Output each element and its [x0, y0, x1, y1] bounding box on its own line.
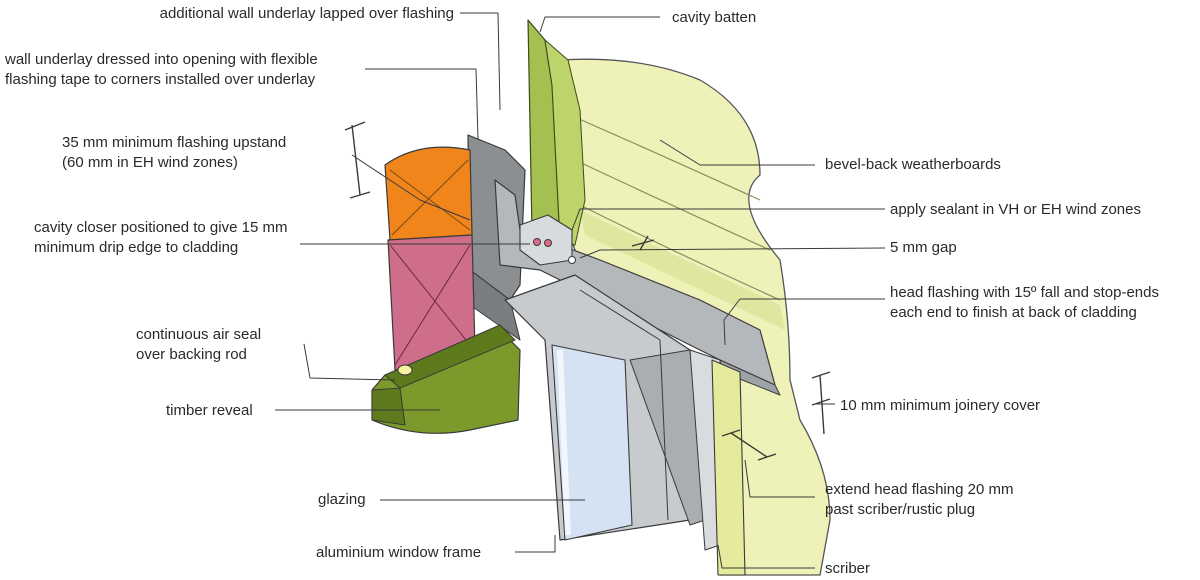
- label-window-frame: aluminium window frame: [316, 544, 482, 561]
- label-glazing: glazing: [318, 491, 366, 508]
- weatherboard-edge-1: [569, 114, 761, 201]
- cavity-closer-hole-2: [544, 239, 552, 247]
- weatherboard-shade-band: [580, 210, 785, 330]
- cavity-closer-hole-1: [533, 238, 541, 246]
- label-cavity-batten: cavity batten: [672, 9, 757, 26]
- framing-cross-2: [394, 244, 471, 366]
- window-frame-inner-line: [579, 289, 669, 521]
- dimension-upstand: [344, 121, 371, 199]
- label-cavity-closer: cavity closer positioned to give 15 mm m…: [34, 219, 288, 256]
- framing-cross-4: [391, 159, 469, 236]
- dimension-extend-flashing: [721, 429, 777, 461]
- weatherboard-edge-2: [574, 159, 771, 251]
- timber-reveal-top: [384, 324, 516, 389]
- label-air-seal: continuous air seal over backing rod: [136, 326, 262, 363]
- label-weatherboards: bevel-back weatherboards: [825, 156, 1001, 173]
- label-extend-flashing: extend head flashing 20 mm past scriber/…: [825, 481, 1014, 518]
- framing-cross-1: [389, 244, 471, 346]
- label-sealant: apply sealant in VH or EH wind zones: [890, 201, 1141, 218]
- label-wall-underlay: wall underlay dressed into opening with …: [5, 51, 318, 88]
- label-joinery-cover: 10 mm minimum joinery cover: [840, 397, 1041, 414]
- label-timber-reveal: timber reveal: [166, 402, 253, 419]
- framing-top-orange: [384, 146, 473, 241]
- dimension-gap: [631, 235, 655, 251]
- framing-cross-3: [389, 169, 471, 231]
- weatherboard-edge-3: [579, 204, 781, 301]
- sealant-bead: [568, 256, 576, 264]
- label-additional-underlay: additional wall underlay lapped over fla…: [159, 5, 454, 22]
- backing-rod: [397, 364, 413, 376]
- glazing-panel: [551, 344, 633, 541]
- glazing-highlight: [557, 349, 571, 536]
- leader-lines: [275, 12, 886, 569]
- dimension-joinery-cover: [811, 371, 831, 435]
- label-flashing-upstand: 35 mm minimum flashing upstand (60 mm in…: [62, 134, 287, 171]
- label-gap: 5 mm gap: [890, 239, 957, 256]
- label-scriber: scriber: [825, 560, 871, 577]
- cavity-batten-face: [544, 39, 586, 246]
- timber-reveal-front: [371, 387, 406, 426]
- scriber-strip: [711, 359, 746, 576]
- label-head-flashing: head flashing with 15º fall and stop-end…: [890, 284, 1159, 321]
